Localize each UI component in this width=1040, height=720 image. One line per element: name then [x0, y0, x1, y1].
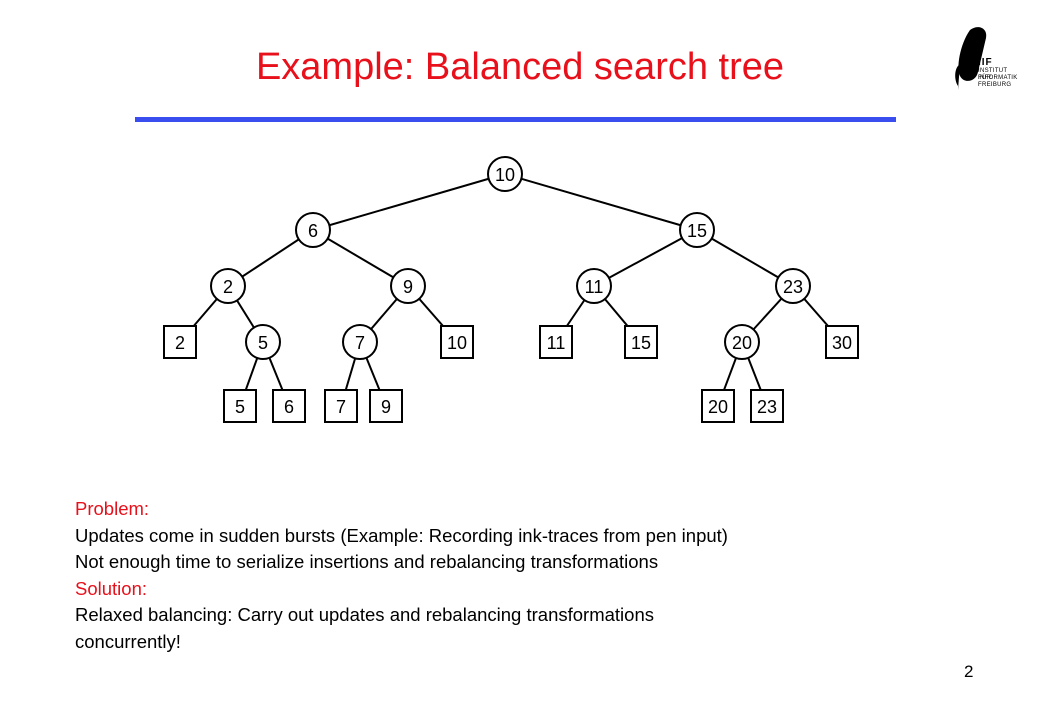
node-label: 11 — [547, 333, 566, 353]
node-label: 15 — [687, 221, 707, 241]
node-circle — [390, 268, 426, 304]
solution-line-1: Relaxed balancing: Carry out updates and… — [75, 604, 654, 625]
node-label: 10 — [447, 333, 467, 353]
node-label: 5 — [235, 397, 245, 417]
node-circle — [342, 324, 378, 360]
slide-body: Problem: Updates come in sudden bursts (… — [75, 496, 975, 655]
node-square — [324, 389, 358, 423]
node-circle — [245, 324, 281, 360]
leaf-node-l15: 15 — [624, 325, 658, 359]
node-square — [539, 325, 573, 359]
slide-title: Example: Balanced search tree — [255, 46, 785, 88]
node-label: 9 — [381, 397, 391, 417]
node-circle — [679, 212, 715, 248]
leaf-node-l10: 10 — [440, 325, 474, 359]
node-circle — [295, 212, 331, 248]
page-number: 2 — [964, 662, 974, 681]
node-label: 11 — [585, 277, 604, 297]
node-label: 10 — [495, 165, 515, 185]
leaf-node-l23: 23 — [750, 389, 784, 423]
internal-node-n15: 15 — [679, 212, 715, 248]
node-square — [223, 389, 257, 423]
internal-node-n20: 20 — [724, 324, 760, 360]
node-square — [369, 389, 403, 423]
node-label: 23 — [783, 277, 803, 297]
node-label: 15 — [631, 333, 651, 353]
logo-line3: FREIBURG — [978, 82, 1012, 88]
node-square — [163, 325, 197, 359]
node-label: 20 — [708, 397, 728, 417]
node-label: 2 — [175, 333, 185, 353]
internal-node-n10: 10 — [487, 156, 523, 192]
title-underline — [135, 117, 896, 122]
internal-node-n11: 11 — [576, 268, 612, 304]
node-label: 6 — [284, 397, 294, 417]
node-label: 30 — [832, 333, 852, 353]
node-square — [825, 325, 859, 359]
node-square — [701, 389, 735, 423]
leaf-node-l6: 6 — [272, 389, 306, 423]
node-label: 9 — [403, 277, 413, 297]
leaf-node-l9: 9 — [369, 389, 403, 423]
tree-edge-n6-n9 — [312, 229, 409, 287]
node-label: 7 — [336, 397, 346, 417]
node-label: 2 — [223, 277, 233, 297]
problem-heading: Problem: — [75, 498, 150, 519]
leaf-node-l20: 20 — [701, 389, 735, 423]
leaf-node-l2: 2 — [163, 325, 197, 359]
node-label: 20 — [732, 333, 752, 353]
solution-heading: Solution: — [75, 577, 147, 599]
node-square — [272, 389, 306, 423]
institute-logo — [955, 27, 987, 90]
node-square — [440, 325, 474, 359]
solution-line-2: concurrently! — [75, 630, 181, 652]
tree-edge-n15-n11 — [593, 229, 698, 287]
tree-edge-n10-n15 — [504, 173, 698, 231]
logo-line2: INFORMATIK — [978, 75, 1018, 81]
leaf-node-l7: 7 — [324, 389, 358, 423]
logo-mark: IIF — [978, 57, 993, 68]
internal-node-n2: 2 — [210, 268, 246, 304]
leaf-node-l30: 30 — [825, 325, 859, 359]
node-circle — [775, 268, 811, 304]
internal-node-n5: 5 — [245, 324, 281, 360]
node-label: 23 — [757, 397, 777, 417]
problem-line-2: Not enough time to serialize insertions … — [75, 551, 659, 572]
tree-edge-n10-n6 — [312, 173, 506, 231]
internal-node-n23: 23 — [775, 268, 811, 304]
node-label: 7 — [355, 333, 365, 353]
leaf-node-l11: 11 — [539, 325, 573, 359]
node-circle — [576, 268, 612, 304]
node-circle — [724, 324, 760, 360]
internal-node-n6: 6 — [295, 212, 331, 248]
internal-node-n9: 9 — [390, 268, 426, 304]
problem-line-1: Updates come in sudden bursts (Example: … — [75, 524, 728, 546]
node-circle — [487, 156, 523, 192]
node-square — [750, 389, 784, 423]
leaf-node-l5: 5 — [223, 389, 257, 423]
node-label: 5 — [258, 333, 268, 353]
node-label: 6 — [308, 221, 318, 241]
internal-node-n7: 7 — [342, 324, 378, 360]
logo-line1: INSTITUT FÜR — [978, 68, 1008, 81]
node-circle — [210, 268, 246, 304]
node-square — [624, 325, 658, 359]
tree-edge-n15-n23 — [696, 229, 794, 287]
